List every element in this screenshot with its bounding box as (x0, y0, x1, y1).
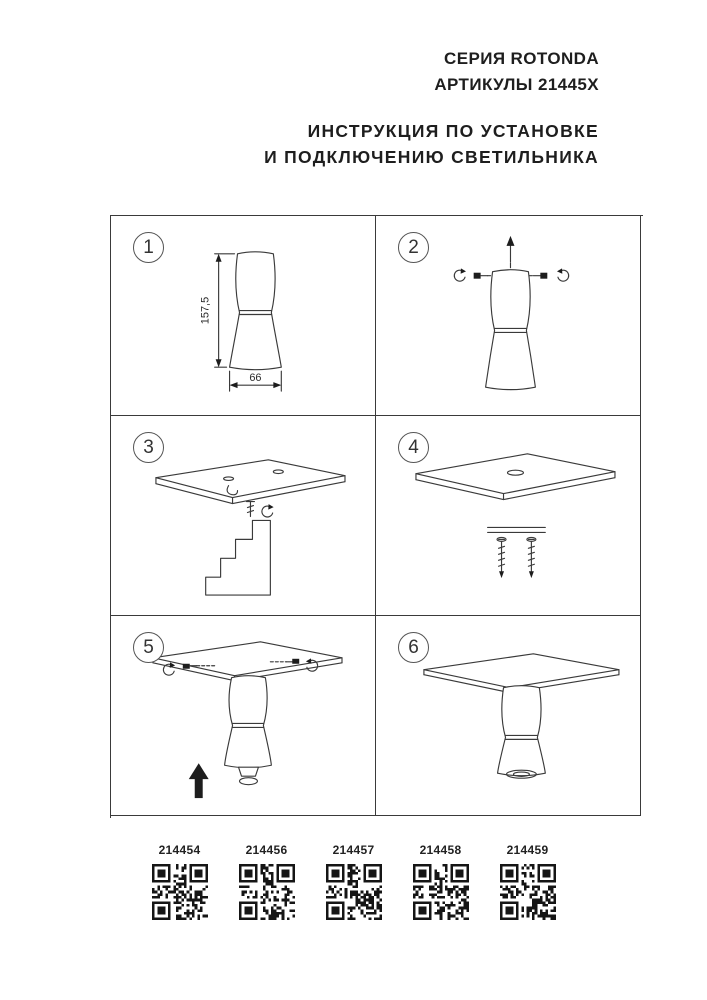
screw-icon (526, 536, 537, 579)
qr-code (412, 864, 469, 920)
step-cell-2: 2 (376, 216, 641, 416)
step-cell-6: 6 (376, 616, 641, 816)
rotate-icon (162, 662, 176, 676)
lamp-body (228, 251, 282, 371)
article-number: 214458 (419, 843, 462, 857)
screw-icon (269, 658, 300, 664)
lamp-body (496, 685, 546, 779)
screw-icon (182, 663, 216, 669)
lamp-body (485, 262, 536, 391)
qr-code (499, 864, 556, 920)
rotate-icon (305, 658, 319, 672)
rotate-icon (453, 268, 467, 282)
step-1-drawing: 157,5 66 (200, 251, 282, 392)
rotate-icon (261, 504, 274, 518)
ceiling-plate (155, 459, 346, 505)
step-6-drawing (423, 653, 620, 779)
up-arrow-icon (506, 235, 515, 263)
width-dimension: 66 (228, 370, 282, 392)
article-number: 214457 (332, 843, 375, 857)
step-number-badge: 4 (398, 432, 429, 463)
screw-icon (245, 500, 256, 518)
step-number-badge: 3 (133, 432, 164, 463)
screw-icon (496, 536, 507, 579)
height-dimension-label: 157,5 (200, 297, 212, 324)
qr-item: 214454 (151, 843, 209, 920)
article-number: 214459 (506, 843, 549, 857)
up-arrow-icon (188, 763, 209, 799)
rotate-icon (556, 268, 570, 282)
qr-code (325, 864, 382, 920)
mounting-bracket (205, 519, 271, 596)
instruction-title: ИНСТРУКЦИЯ ПО УСТАНОВКЕ И ПОДКЛЮЧЕНИЮ СВ… (264, 118, 599, 170)
step-number-badge: 1 (133, 232, 164, 263)
qr-item: 214458 (412, 843, 470, 920)
width-dimension-label: 66 (249, 372, 261, 384)
lamp-bulb (237, 766, 259, 786)
spring-clips (487, 526, 546, 533)
qr-item: 214456 (238, 843, 296, 920)
ceiling-plate (152, 641, 343, 682)
qr-code (238, 864, 295, 920)
step-cell-1: 1 157,5 66 (111, 216, 376, 416)
instruction-title-line2: И ПОДКЛЮЧЕНИЮ СВЕТИЛЬНИКА (264, 147, 599, 167)
step-number-badge: 5 (133, 632, 164, 663)
qr-code (151, 864, 208, 920)
qr-item: 214457 (325, 843, 383, 920)
step-number-badge: 2 (398, 232, 429, 263)
qr-item: 214459 (499, 843, 557, 920)
step-cell-3: 3 (111, 416, 376, 616)
lamp-body (224, 675, 272, 769)
step-3-drawing (155, 459, 346, 596)
article-number: 214456 (245, 843, 288, 857)
instruction-title-line1: ИНСТРУКЦИЯ ПО УСТАНОВКЕ (307, 121, 599, 141)
step-2-drawing (453, 235, 570, 391)
step-cell-4: 4 (376, 416, 641, 616)
ceiling-plate (415, 453, 616, 501)
hook-icon (226, 485, 239, 496)
step-4-drawing (415, 453, 616, 579)
articles-title: АРТИКУЛЫ 21445X (434, 75, 599, 94)
height-dimension: 157,5 (200, 253, 236, 368)
series-title: СЕРИЯ ROTONDA (444, 49, 599, 68)
steps-grid: 1 157,5 66 (110, 215, 643, 818)
step-5-drawing (152, 641, 343, 799)
qr-code-row: 214454 214456 214457 214458 214459 (0, 843, 707, 920)
article-number: 214454 (158, 843, 201, 857)
step-cell-5: 5 (111, 616, 376, 816)
step-number-badge: 6 (398, 632, 429, 663)
document-header: СЕРИЯ ROTONDA АРТИКУЛЫ 21445X (434, 46, 599, 98)
